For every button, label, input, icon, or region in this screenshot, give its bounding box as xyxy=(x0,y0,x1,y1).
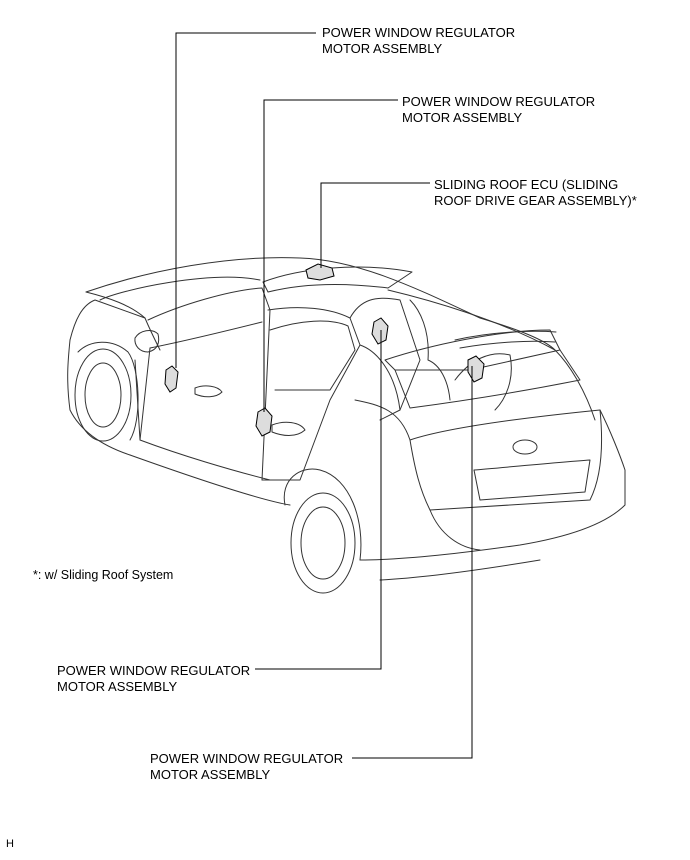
leader-lines xyxy=(175,32,473,759)
rear-door-motor xyxy=(371,317,389,345)
callout-line: ROOF DRIVE GEAR ASSEMBLY)* xyxy=(434,193,637,208)
front-door-motor xyxy=(164,365,179,393)
callout-line: MOTOR ASSEMBLY xyxy=(57,679,178,694)
callout-line: MOTOR ASSEMBLY xyxy=(150,767,271,782)
callout-line: MOTOR ASSEMBLY xyxy=(322,41,443,56)
callout-line: SLIDING ROOF ECU (SLIDING xyxy=(434,177,619,192)
callout-line: MOTOR ASSEMBLY xyxy=(402,110,523,125)
back-door-motor xyxy=(467,355,485,383)
callout-line: POWER WINDOW REGULATOR xyxy=(150,751,344,766)
callout-front-left-window-motor: POWER WINDOW REGULATOR MOTOR ASSEMBLY xyxy=(322,25,515,57)
footnote: *: w/ Sliding Roof System xyxy=(33,568,174,582)
callout-front-right-window-motor: POWER WINDOW REGULATOR MOTOR ASSEMBLY xyxy=(57,663,250,695)
car-outline xyxy=(67,257,626,594)
callout-line: POWER WINDOW REGULATOR xyxy=(322,25,516,40)
callout-line: POWER WINDOW REGULATOR xyxy=(402,94,596,109)
front-door-motor-2 xyxy=(255,407,273,437)
callout-rear-left-window-motor: POWER WINDOW REGULATOR MOTOR ASSEMBLY xyxy=(402,94,595,126)
sliding-roof-ecu xyxy=(305,263,335,281)
callout-rear-right-window-motor: POWER WINDOW REGULATOR MOTOR ASSEMBLY xyxy=(150,751,343,783)
callout-line: POWER WINDOW REGULATOR xyxy=(57,663,251,678)
callout-sliding-roof-ecu: SLIDING ROOF ECU (SLIDING ROOF DRIVE GEA… xyxy=(434,177,637,209)
figure-code: H xyxy=(6,838,14,850)
